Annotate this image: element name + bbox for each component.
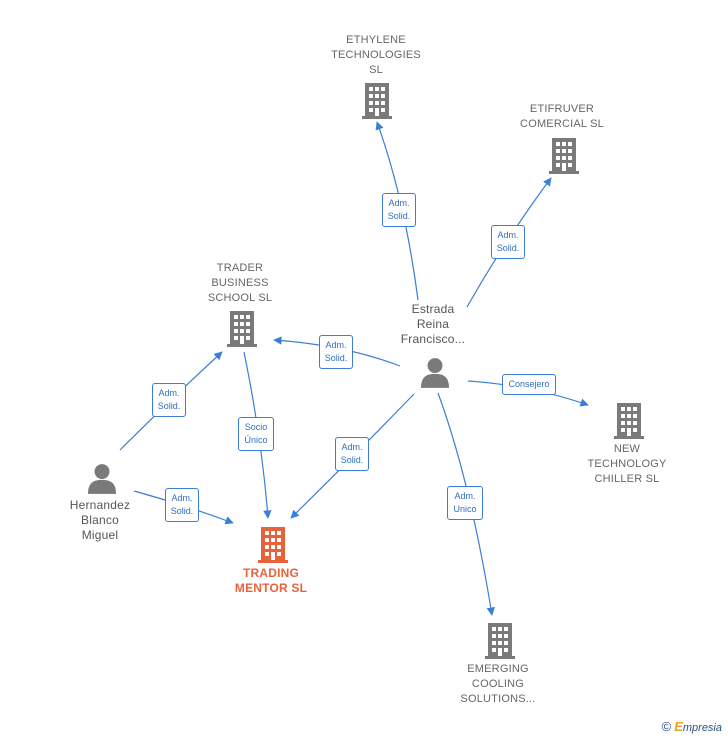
emerging-building-icon[interactable]: [485, 623, 515, 659]
ethylene-label[interactable]: ETHYLENE TECHNOLOGIES SL: [331, 33, 421, 76]
edge-label-trader-to-trading[interactable]: Socio Único: [238, 417, 274, 451]
hernandez-label[interactable]: Hernandez Blanco Miguel: [69, 497, 131, 542]
estrada-person-icon[interactable]: [421, 358, 449, 388]
edge-label-estrada-to-ethylene[interactable]: Adm. Solid.: [381, 193, 417, 227]
etifruver-label[interactable]: ETIFRUVER COMERCIAL SL: [520, 103, 604, 130]
trader-label[interactable]: TRADER BUSINESS SCHOOL SL: [207, 261, 273, 304]
etifruver-building-icon[interactable]: [549, 138, 579, 174]
empresia-brand[interactable]: ©Empresia: [662, 719, 722, 734]
emerging-label[interactable]: EMERGING COOLING SOLUTIONS...: [460, 662, 536, 705]
new_tech-building-icon[interactable]: [614, 403, 644, 439]
edge-label-estrada-to-etifruver[interactable]: Adm. Solid.: [490, 225, 526, 259]
edge-label-hernandez-to-trader[interactable]: Adm. Solid.: [151, 383, 187, 417]
edge-label-estrada-to-trader[interactable]: Adm. Solid.: [318, 335, 354, 369]
estrada-label[interactable]: Estrada Reina Francisco...: [400, 301, 466, 346]
brand-initial: E: [674, 719, 683, 734]
hernandez-person-icon[interactable]: [88, 464, 116, 494]
brand-name: mpresia: [682, 722, 722, 734]
edge-label-estrada-to-new_tech[interactable]: Consejero: [502, 373, 556, 395]
trader-building-icon[interactable]: [227, 311, 257, 347]
new_tech-label[interactable]: NEW TECHNOLOGY CHILLER SL: [587, 442, 667, 485]
trading-label[interactable]: TRADING MENTOR SL: [234, 566, 308, 595]
edge-label-hernandez-to-trading[interactable]: Adm. Solid.: [164, 488, 200, 522]
edge-label-estrada-to-trading[interactable]: Adm. Solid.: [334, 437, 370, 471]
ethylene-building-icon[interactable]: [362, 83, 392, 119]
edges-layer: [119, 121, 589, 616]
nodes-layer: [88, 83, 644, 659]
copyright-icon: ©: [661, 719, 672, 734]
edge-label-estrada-to-emerging[interactable]: Adm. Unico: [447, 486, 483, 520]
trading-building-icon[interactable]: [258, 527, 288, 563]
